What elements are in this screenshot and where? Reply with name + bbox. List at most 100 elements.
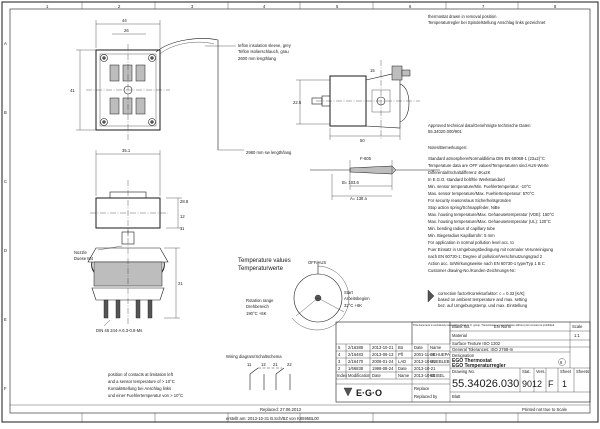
sensor-bulb-view: F-605 B= 103.6 A= 138 a <box>310 156 440 201</box>
note-3: Differential/Schaltdifferenz 4K±2K <box>428 170 491 175</box>
front-view-thermostat: 44 26 41 <box>70 18 219 150</box>
note-9: Max. housing temperature/Max. Gehaeusete… <box>428 212 554 217</box>
replace-label: Replace <box>414 386 430 391</box>
correction-line-2: based on ambient temperature and max. se… <box>438 297 528 302</box>
version-label: Vers. <box>536 369 546 374</box>
sheet-border-inner <box>9 8 591 414</box>
contact-note: position of contacts at limitation left … <box>108 372 183 398</box>
note-11: Min. bending radius of capillary tube <box>428 226 496 231</box>
contact-note-line-4: und einer Fuehlertemperatur von > 10°C <box>108 393 183 398</box>
status-value: 901 <box>522 379 537 389</box>
note-12: Min. Biegeradius Kapillarrohr: 5 mm <box>428 233 495 238</box>
zone-col-4: 4 <box>263 4 266 9</box>
contact-note-line-1: position of contacts at limitation left <box>108 372 174 377</box>
proc-name: HUEBLEB <box>430 359 450 364</box>
zone-col-8: 8 <box>554 4 557 9</box>
note-17: Customer drawing-No./Kunden-Zeichnungs-N… <box>428 268 516 273</box>
dim-a: A= 138 a <box>350 196 368 201</box>
sheet-count-label: Sheets <box>576 369 589 374</box>
frame-zone-labels: 1 2 3 4 5 6 7 8 A B C D E F <box>4 4 557 391</box>
note-14: Fuer Einsatz in Umgebungsbedingung mit n… <box>428 247 554 252</box>
dim-35-1: 35.1 <box>122 148 131 153</box>
replaced-by-label: Replaced by <box>414 394 438 399</box>
rotation-en: Rotation range <box>246 298 274 303</box>
approval-line-2: 55.34020.000/901 <box>428 129 462 134</box>
start-de: Arbeitsbeginn <box>344 296 370 301</box>
checked-date: 2013-10-21 <box>414 366 436 371</box>
dim-41: 41 <box>70 88 75 93</box>
pin-21: 21 <box>273 362 278 367</box>
drawing-number: 55.34026.030 <box>452 378 519 390</box>
off-label: OFF/AUS <box>308 260 326 265</box>
pin-12: 12 <box>261 362 266 367</box>
header-note: thermostat drawn in removal position Tem… <box>428 14 546 25</box>
note-8: Stop action spring/Schnappfeder, NiBe <box>428 205 501 210</box>
notes-block: Notes/Bemerkungen: Standard atmosphere/N… <box>428 145 554 273</box>
title-block: This document is exclusively reserved to… <box>335 321 591 403</box>
notes-title: Notes/Bemerkungen: <box>428 145 467 150</box>
blatt-label: Blatt <box>452 394 461 399</box>
version-value: 2 <box>537 379 542 389</box>
contact-note-line-2: and a sensor temperature of > 10°C <box>108 379 175 384</box>
correction-line-1: correction factor/Korrekturfaktor: c = 0… <box>438 291 524 296</box>
approved-name: KEISEL <box>430 373 445 378</box>
dim-15: 15 <box>370 68 375 73</box>
contact-note-line-3: Kontaktstellung bei Anschlag links <box>108 386 171 391</box>
rev-4-idx: 4 <box>338 352 341 357</box>
temp-title-de: Temperaturwerte <box>238 266 284 272</box>
note-en: thermostat drawn in removal position <box>428 14 497 19</box>
rev-4-date: 2013-06-13 <box>372 352 394 357</box>
zone-row-e: E <box>4 317 7 322</box>
rev-3-name: LAD <box>398 359 406 364</box>
note-5: Min. sensor temperature/Min. Fuehlertemp… <box>428 184 531 189</box>
din-note: DIN 46 244-A 6.3-0.8-Ms <box>96 328 142 333</box>
rev-header-idx: Index <box>337 373 348 378</box>
created-date: 2001-11-08 <box>414 352 436 357</box>
scale-value: 1:1 <box>574 333 580 338</box>
sleeve-en: teflon insulation sleeve, grey <box>238 43 292 48</box>
rev-2-date: 1998-08-24 <box>372 366 394 371</box>
drawing-no-label: Drawing No. <box>452 369 475 374</box>
note-de: Temperaturregler bei Spindelstellung Ans… <box>428 20 546 25</box>
zone-row-f: F <box>4 386 7 391</box>
approval-line-1: Approved technical data/Genehmigte techn… <box>428 123 531 128</box>
temperature-dial: Temperature values Temperaturwerte OFF/A… <box>238 258 370 331</box>
zone-col-5: 5 <box>336 4 339 9</box>
capillary-labels: teflon insulation sleeve, grey Teflon Is… <box>205 43 292 155</box>
rev-header-no: Modification <box>348 373 371 378</box>
rev-header-date: Date <box>372 373 382 378</box>
rev-header-name: Name <box>398 373 410 378</box>
designation-label: Designation <box>452 353 475 358</box>
rev-3-idx: 3 <box>338 359 341 364</box>
wiring-title: Wiring diagram/Schaltschema <box>226 354 282 359</box>
rev-3-no: 2/16470 <box>348 359 364 364</box>
en-norm-label: EN Norm <box>494 324 512 329</box>
rotation-de: Drehbereich <box>246 304 269 309</box>
footer-replaced: Replaced: 27.06.2013 <box>260 407 302 412</box>
note-1: Standard atmosphere/Normaldklima DIN EN … <box>428 156 545 161</box>
dim-21: 21 <box>178 281 183 286</box>
approval-block: Approved technical data/Genehmigte techn… <box>428 123 531 134</box>
designation-de: EGO Temperaturregler <box>452 363 506 369</box>
zone-col-7: 7 <box>482 4 485 9</box>
rev-5-name: Bü <box>398 345 404 350</box>
sheet-label: Sheet <box>560 369 572 374</box>
footer: Replaced: 27.06.2013 erstellt am: 2013-1… <box>10 404 590 421</box>
status-label: Stat. <box>522 369 531 374</box>
note-16: Action acc. to/Wirkungsweise nach EN 607… <box>428 261 545 266</box>
material-label: Material <box>452 333 467 338</box>
rev-4-name: Pfl <box>398 352 403 357</box>
rev-4-no: 2/16483 <box>348 352 364 357</box>
correction-line-3: bez. auf Umgebungstemp. und max. Einstel… <box>438 303 528 308</box>
frame-zones-top <box>81 2 519 422</box>
rev-5-no: 2/16388 <box>348 345 364 350</box>
temp-title-en: Temperature values <box>238 258 291 264</box>
copyright-note: This document is exclusively reserved to… <box>413 323 555 327</box>
sheet-value: 1 <box>562 379 567 389</box>
blank-no-label: Blank No. <box>452 324 470 329</box>
start-en: Start <box>344 290 354 295</box>
zone-row-b: B <box>4 110 7 115</box>
ego-logo: E·G·O <box>343 387 382 398</box>
